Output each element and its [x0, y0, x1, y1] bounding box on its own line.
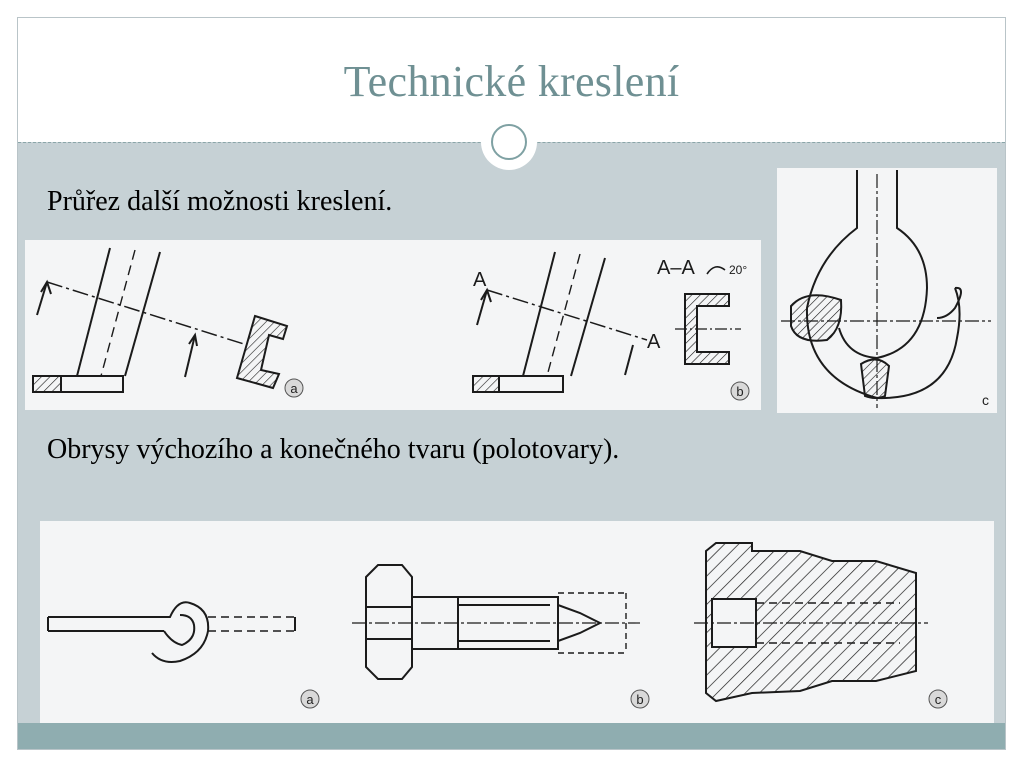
text-line-blanks: Obrysy výchozího a konečného tvaru (polo… — [47, 434, 620, 465]
divider-circle-ornament — [481, 114, 537, 170]
label-blank-b: b — [636, 692, 643, 707]
circle-ring — [491, 124, 527, 160]
figure-hook-c: c — [777, 168, 997, 413]
rotation-label: 20° — [729, 263, 747, 277]
section-label: A–A — [657, 257, 695, 279]
drawing-blank-c: c — [694, 542, 948, 709]
slide: Technické kreslení Průřez další možnosti… — [17, 17, 1006, 750]
drawing-a-part: a — [32, 247, 304, 398]
label-b: b — [736, 384, 743, 399]
drawing-blank-a: a — [47, 601, 320, 709]
label-blank-a: a — [306, 692, 314, 707]
label-blank-c: c — [935, 692, 942, 707]
text-line-cross-section: Průřez další možnosti kreslení. — [47, 186, 393, 217]
cut-letter-a-2: A — [647, 331, 661, 353]
cut-letter-a: A — [473, 269, 487, 291]
label-a: a — [290, 381, 298, 396]
figure-section-ab: a A A A–A 20° b — [25, 240, 761, 410]
drawing-blank-b: b — [352, 564, 650, 709]
footer-bar — [18, 723, 1005, 749]
figure-blanks: a b — [40, 521, 994, 724]
slide-title: Technické kreslení — [343, 57, 680, 106]
label-c: c — [982, 392, 989, 408]
drawing-b-part: A A A–A 20° b — [472, 251, 750, 401]
